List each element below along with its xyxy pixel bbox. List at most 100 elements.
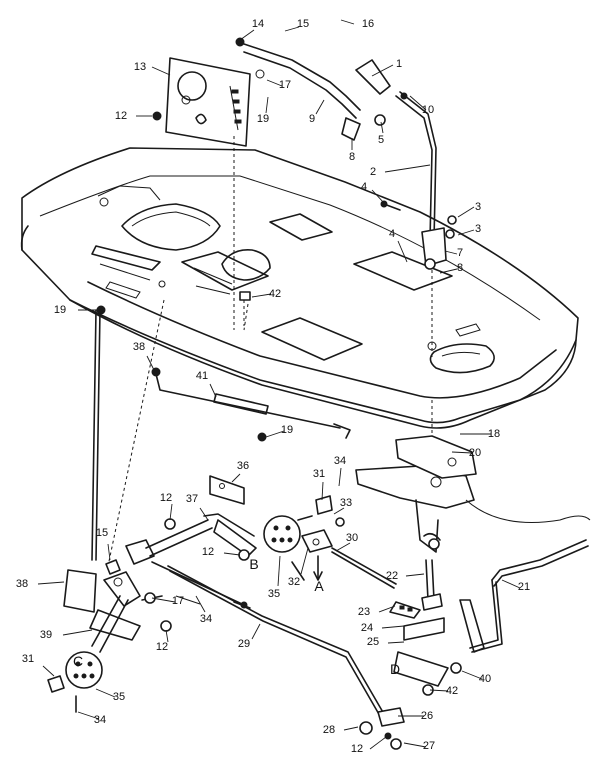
callout-leader	[231, 473, 241, 483]
callout-leader	[284, 26, 300, 32]
callout-c37: 37	[186, 493, 209, 521]
callout-number: 12	[202, 546, 214, 558]
callout-c21: 21	[501, 579, 530, 593]
callout-c4a: 4	[361, 181, 385, 204]
callout-leader	[77, 711, 100, 720]
callout-c17a: 17	[266, 79, 291, 91]
callout-c40: 40	[461, 670, 491, 685]
callout-c16: 16	[340, 18, 374, 30]
link-rod	[151, 367, 351, 439]
callout-c3b: 3	[457, 223, 481, 236]
callout-c15b: 15	[96, 527, 111, 561]
callout-number: 25	[367, 636, 379, 648]
callout-number: 31	[313, 468, 325, 480]
callout-leader	[451, 451, 473, 454]
callout-leader	[457, 229, 475, 236]
callout-leader	[405, 573, 425, 577]
callout-number: 5	[378, 134, 384, 146]
callout-c29: 29	[238, 623, 261, 650]
deck-panel	[20, 147, 579, 429]
callout-c25: 25	[367, 636, 405, 648]
callout-leader	[239, 29, 255, 41]
callout-leader	[380, 121, 384, 134]
callout-leader	[371, 189, 385, 204]
callout-leader	[95, 688, 116, 698]
callout-leader	[169, 503, 173, 521]
callout-number: 7	[457, 247, 463, 259]
callout-number: 15	[96, 527, 108, 539]
callout-c18: 18	[460, 428, 500, 440]
callout-c12a: 12	[115, 110, 152, 122]
callout-c34b: 34	[195, 595, 212, 625]
callout-leader	[461, 670, 483, 680]
callout-number: 20	[469, 447, 481, 459]
callout-c30: 30	[335, 532, 358, 552]
callout-c42a: 42	[251, 288, 281, 300]
callout-number: 38	[133, 341, 145, 353]
callout-leader	[265, 430, 285, 438]
callout-leader	[151, 597, 176, 603]
callout-number: 21	[518, 581, 530, 593]
callout-number: 42	[446, 685, 458, 697]
callout-leader	[107, 543, 111, 561]
callout-c22: 22	[386, 570, 425, 582]
left-pedal-assembly	[47, 309, 243, 713]
callout-c35b: 35	[95, 688, 125, 703]
callout-c7: 7	[444, 247, 463, 259]
control-rod	[167, 565, 405, 750]
callout-c10: 10	[409, 95, 434, 116]
callout-number: 34	[334, 455, 346, 467]
callout-leader	[429, 689, 449, 692]
alignment-lines	[107, 136, 433, 567]
callout-c9: 9	[309, 99, 325, 125]
callout-c17b: 17	[151, 595, 184, 607]
callout-c35a: 35	[268, 555, 281, 600]
callout-number: 34	[94, 714, 106, 726]
callout-leader	[439, 268, 458, 274]
callout-c42b: 42	[429, 685, 458, 697]
callout-c23: 23	[358, 605, 396, 618]
callout-c28: 28	[323, 724, 359, 736]
callout-c34a: 34	[334, 455, 346, 487]
callout-c2: 2	[370, 164, 431, 178]
callout-number: 34	[200, 613, 212, 625]
callout-leader	[369, 736, 387, 750]
callout-number: 10	[422, 104, 434, 116]
callout-leader	[277, 555, 281, 587]
callout-leader	[409, 95, 427, 111]
callout-c12c: 12	[202, 546, 241, 558]
callout-leader	[266, 79, 283, 87]
callout-number: 12	[115, 110, 127, 122]
callout-c26: 26	[398, 710, 433, 722]
callout-leader	[501, 579, 521, 589]
callout-leader	[338, 467, 342, 487]
callout-number: 12	[160, 492, 172, 504]
callout-c4b: 4	[389, 228, 408, 263]
callout-leader	[151, 66, 171, 76]
callout-number: 22	[386, 570, 398, 582]
callout-number: 26	[421, 710, 433, 722]
callout-c19a: 19	[257, 96, 269, 125]
callout-number: 40	[479, 673, 491, 685]
callout-leader	[335, 542, 351, 552]
callout-number: 42	[269, 288, 281, 300]
callout-c36: 36	[231, 460, 249, 483]
callout-leader	[457, 206, 475, 218]
callout-c19c: 19	[265, 424, 293, 438]
callout-leader	[300, 547, 309, 575]
callout-number: 33	[340, 497, 352, 509]
callout-c39: 39	[40, 629, 93, 641]
callout-number: 9	[309, 113, 315, 125]
callout-number: 36	[237, 460, 249, 472]
callout-leader	[340, 19, 355, 25]
callout-c24: 24	[361, 622, 405, 634]
callout-c34c: 34	[77, 711, 106, 726]
callout-number: 1	[396, 58, 402, 70]
callout-leader	[343, 726, 359, 731]
callout-c20: 20	[451, 447, 481, 459]
callout-number: 17	[279, 79, 291, 91]
callout-number: 28	[323, 724, 335, 736]
callout-number: 2	[370, 166, 376, 178]
callout-leader	[397, 240, 408, 263]
callout-c19b: 19	[54, 304, 96, 316]
